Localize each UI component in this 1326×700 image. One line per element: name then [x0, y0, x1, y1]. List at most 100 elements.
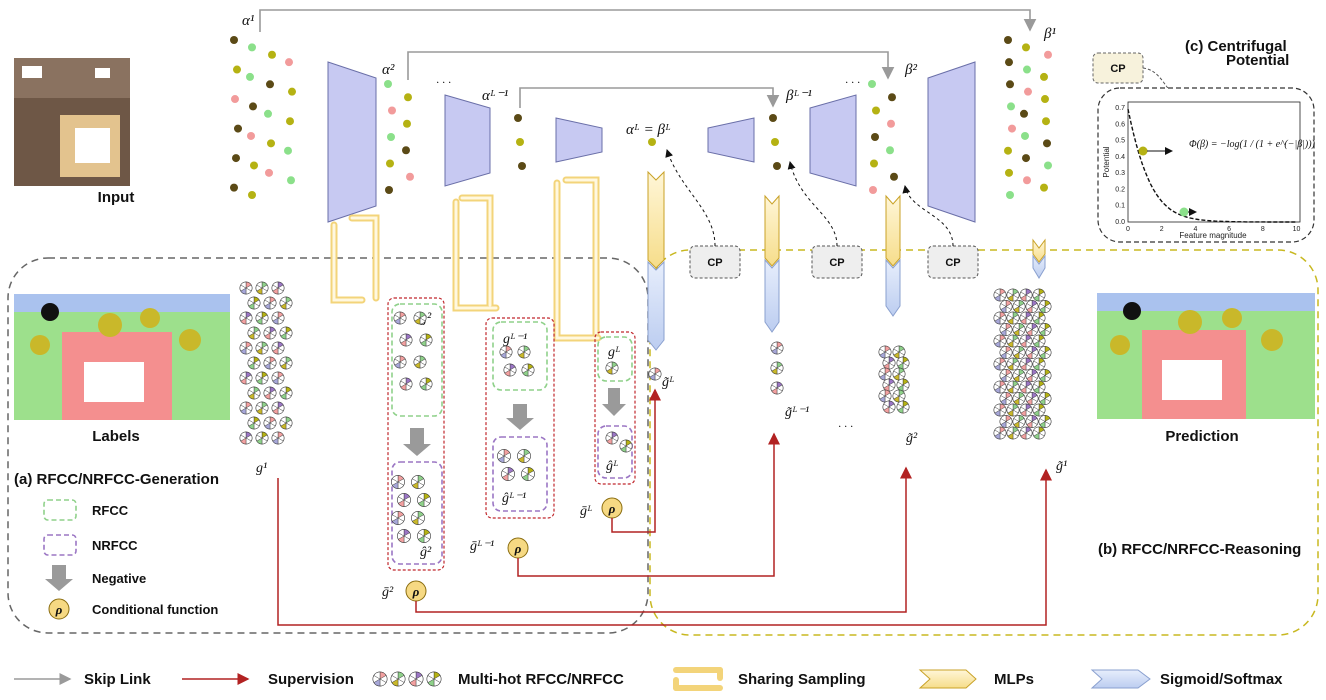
- glyph-slice: [280, 326, 287, 334]
- glyph-slice: [256, 341, 263, 349]
- feature-dot: [872, 106, 880, 115]
- multi-hot-glyph-clusters: [239, 281, 1052, 543]
- glyph-slice: [994, 357, 1001, 365]
- glyph-slice: [427, 671, 435, 680]
- glyph-slice: [500, 345, 507, 353]
- dots-encoder: · · ·: [436, 75, 451, 89]
- feature-dot: [284, 146, 292, 155]
- feature-dot: [1004, 146, 1012, 155]
- legend-sharing-sampling-label: Sharing Sampling: [738, 671, 866, 688]
- nrfcc-box-2: [391, 461, 443, 565]
- glyph-slice: [893, 345, 900, 353]
- glyph-slice: [518, 449, 525, 457]
- feature-dot: [888, 93, 896, 102]
- glyph-slice: [1026, 323, 1033, 330]
- feature-dot: [1022, 154, 1030, 163]
- label-gbar-L: ḡᴸ: [580, 504, 593, 519]
- feature-dot: [285, 58, 293, 67]
- feature-dot: [1021, 131, 1029, 140]
- glyph-slice: [498, 449, 505, 457]
- feature-dot: [1004, 36, 1012, 44]
- glyph-slice: [1033, 311, 1040, 319]
- feature-dot: [1022, 43, 1030, 52]
- skip-link-3: [519, 87, 780, 108]
- glyph-slice: [897, 356, 904, 364]
- glyph-slice: [248, 326, 255, 334]
- glyph-slice: [392, 475, 399, 483]
- glyph-slice: [1026, 392, 1033, 399]
- prediction-image: [1097, 293, 1315, 419]
- section-a-title: (a) RFCC/NRFCC-Generation: [14, 471, 219, 488]
- generation-stack-L: [594, 331, 636, 485]
- input-image: [14, 58, 130, 186]
- feature-dot: [233, 65, 241, 74]
- glyph-slice: [1026, 300, 1033, 307]
- glyph-slice: [412, 511, 419, 519]
- legend-multi-hot-icon: [372, 671, 442, 687]
- glyph-slice: [1013, 346, 1020, 353]
- feature-dot: [388, 106, 396, 115]
- decoder-block-3: [707, 117, 755, 163]
- supervision-lines: [277, 388, 1052, 626]
- glyph-slice: [240, 401, 247, 409]
- glyph-slice: [1026, 346, 1033, 353]
- legend-nrfcc-swatch: [43, 534, 77, 556]
- glyph-slice: [400, 377, 407, 385]
- glyph-slice: [1007, 426, 1014, 434]
- feature-dot: [1005, 168, 1013, 177]
- feature-dot: [266, 80, 274, 89]
- legend-multi-hot-label: Multi-hot RFCC/NRFCC: [458, 671, 624, 688]
- glyph-slice: [409, 671, 417, 680]
- cp-box-label: CP: [707, 257, 722, 269]
- feature-dot: [1023, 176, 1031, 185]
- legend-nrfcc-label: NRFCC: [92, 538, 138, 553]
- glyph-slice: [1013, 300, 1020, 307]
- glyph-slice: [264, 296, 271, 304]
- feature-dot: [1040, 72, 1048, 81]
- feature-dot: [871, 133, 879, 141]
- glyph-slice: [256, 371, 263, 379]
- potential-xlabel: Feature magnitude: [1179, 231, 1247, 240]
- glyph-slice: [398, 529, 405, 537]
- feature-dot: [870, 159, 878, 168]
- cp-box-label: CP: [945, 257, 960, 269]
- label-gtilde-L: g̃ᴸ: [662, 375, 675, 390]
- glyph-slice: [994, 311, 1001, 319]
- mlp-sigmoid-heads: [647, 170, 1046, 351]
- label-g-L-1: gᴸ⁻¹: [503, 332, 527, 347]
- legend-negative-label: Negative: [92, 571, 146, 586]
- label-gtilde-2: g̃²: [906, 431, 918, 446]
- x-tick-label: 0: [1126, 226, 1130, 233]
- glyph-slice: [771, 361, 778, 369]
- feature-dot: [387, 133, 395, 141]
- feature-dot: [406, 172, 414, 181]
- nrfcc-box-L: [597, 425, 633, 479]
- glyph-slice: [256, 401, 263, 409]
- feature-dot: [1006, 191, 1014, 199]
- label-beta-L-1: βᴸ⁻¹: [785, 88, 812, 104]
- sigmoid-block: [1032, 254, 1046, 279]
- glyph-slice: [771, 341, 778, 349]
- label-ghat-L: ĝᴸ: [606, 459, 619, 474]
- x-tick-label: 4: [1193, 226, 1197, 233]
- feature-dot: [246, 72, 254, 81]
- glyph-slice: [1000, 300, 1007, 307]
- glyph-slice: [264, 386, 271, 394]
- feature-dot: [1008, 124, 1016, 133]
- glyph-slice: [1007, 311, 1014, 319]
- legend-rfcc-swatch: [43, 499, 77, 521]
- rfcc-box-L-1: [492, 321, 548, 391]
- glyph-slice: [879, 367, 886, 375]
- glyph-slice: [1013, 415, 1020, 422]
- feature-dot: [231, 95, 239, 104]
- glyph-slice: [256, 431, 263, 439]
- glyph-slice: [420, 377, 427, 385]
- glyph-slice: [373, 671, 381, 680]
- glyph-slice: [1000, 323, 1007, 330]
- feature-dot: [385, 186, 393, 194]
- mlp-block: [764, 194, 780, 267]
- glyph-slice: [1026, 415, 1033, 422]
- legend-sigmoid-icon: [1090, 669, 1151, 689]
- feature-dot: [268, 50, 276, 59]
- legend-negative-arrow-icon: [45, 565, 73, 591]
